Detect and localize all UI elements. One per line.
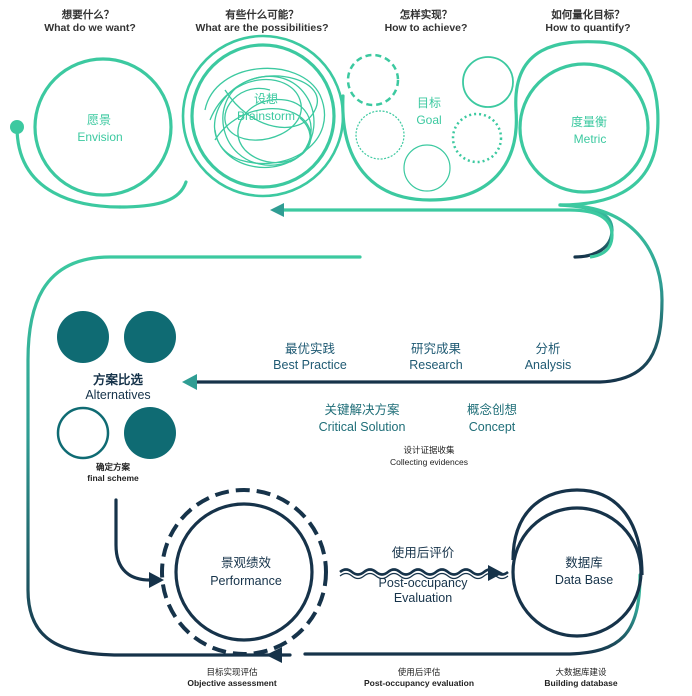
performance-circle-group xyxy=(160,488,328,656)
top-arrow-segment xyxy=(284,208,614,259)
poe-eval-zh: 使用后评估 xyxy=(398,667,441,677)
header-want-zh: 想要什么？ xyxy=(61,8,115,21)
concept-zh: 概念创想 xyxy=(467,402,517,417)
metric-label-zh: 度量衡 xyxy=(571,114,607,129)
collecting-en: Collecting evidences xyxy=(390,457,468,467)
performance-dashed-ring xyxy=(160,488,328,656)
database-outer-arc xyxy=(511,488,644,576)
objective-en: Objective assessment xyxy=(187,678,276,688)
top-row xyxy=(10,34,660,209)
goal-wavy-circle xyxy=(355,110,405,160)
collecting-zh: 设计证据收集 xyxy=(403,445,455,455)
concept-en: Concept xyxy=(469,420,516,434)
alternative-circle-2 xyxy=(124,311,176,363)
goal-container-arc xyxy=(341,94,518,202)
research-zh: 研究成果 xyxy=(411,341,462,356)
envision-label-zh: 愿景 xyxy=(87,113,111,127)
middle-labels: 最优实践 Best Practice 研究成果 Research 分析 Anal… xyxy=(85,341,571,483)
analysis-en: Analysis xyxy=(525,358,572,372)
header-possibilities-zh: 有些什么可能？ xyxy=(225,8,299,21)
metric-outer-arc xyxy=(514,40,660,207)
metric-circle xyxy=(518,62,650,194)
header-possibilities-en: What are the possibilities? xyxy=(195,22,328,34)
envision-label-en: Envision xyxy=(77,130,122,144)
research-en: Research xyxy=(409,358,463,372)
goal-thin-circle xyxy=(403,144,451,192)
poe-arrow-head xyxy=(488,565,503,581)
alternatives-zh: 方案比选 xyxy=(93,372,144,387)
best-practice-zh: 最优实践 xyxy=(285,341,336,356)
header-want-en: What do we want? xyxy=(44,22,136,34)
header-quantify-en: How to quantify? xyxy=(545,22,630,34)
database-zh: 数据库 xyxy=(565,555,603,570)
poe-wavy-arrow xyxy=(339,568,509,576)
poe-en-1: Post-occupancy xyxy=(379,576,469,590)
alternative-circle-3 xyxy=(56,406,110,460)
critical-solution-zh: 关键解决方案 xyxy=(324,402,400,417)
final-scheme-arrow-line xyxy=(114,498,152,582)
alternative-circle-4 xyxy=(124,407,176,459)
envision-to-brainstorm-curve xyxy=(118,180,188,209)
best-practice-en: Best Practice xyxy=(273,358,347,372)
main-flow xyxy=(26,203,664,657)
database-en: Data Base xyxy=(555,573,613,587)
metric-label-en: Metric xyxy=(574,132,607,146)
final-scheme-zh: 确定方案 xyxy=(96,462,131,472)
performance-circle xyxy=(174,502,314,642)
envision-circle xyxy=(33,57,173,197)
headers: 想要什么？ What do we want? 有些什么可能？ What are … xyxy=(44,8,630,34)
bottom-labels: 景观绩效 Performance 使用后评价 Post-occupancy Ev… xyxy=(187,545,618,688)
goal-solid-circle xyxy=(462,56,514,108)
final-scheme-en: final scheme xyxy=(87,473,139,483)
top-circle-labels: 愿景 Envision 设想 Brainstorm 目标 Goal 度量衡 Me… xyxy=(77,91,607,146)
header-achieve-zh: 怎样实现？ xyxy=(400,8,453,21)
database-circle-group xyxy=(511,488,644,638)
building-db-en: Building database xyxy=(544,678,617,688)
critical-solution-en: Critical Solution xyxy=(319,420,406,434)
brainstorm-circle xyxy=(190,43,336,189)
performance-zh: 景观绩效 xyxy=(221,555,272,570)
goal-dotted-circle xyxy=(451,112,503,164)
top-arrow-head xyxy=(270,203,284,217)
goal-label-zh: 目标 xyxy=(417,96,441,110)
alternatives-arrow-head xyxy=(182,374,197,390)
outer-right-arc xyxy=(193,203,664,384)
alternatives-circles xyxy=(56,311,176,460)
brainstorm-label-zh: 设想 xyxy=(254,91,278,106)
bottom-arrow-head xyxy=(266,647,282,663)
poe-en-2: Evaluation xyxy=(394,591,452,605)
alternative-circle-1 xyxy=(57,311,109,363)
poe-zh: 使用后评价 xyxy=(392,545,455,560)
alternatives-en: Alternatives xyxy=(85,388,150,402)
arrow-heads xyxy=(182,203,284,663)
final-scheme-arrow-head xyxy=(149,572,164,588)
objective-zh: 目标实现评估 xyxy=(206,667,258,677)
envision-outer-loop xyxy=(15,125,122,209)
brainstorm-label-en: Brainstorm xyxy=(237,109,295,123)
header-achieve-en: How to achieve? xyxy=(385,22,468,34)
goal-option-circles xyxy=(346,53,514,192)
poe-wavy-arrow-2 xyxy=(339,572,509,580)
poe-eval-en: Post-occupancy evaluation xyxy=(364,678,474,688)
bottom-return-line xyxy=(303,573,642,656)
brainstorm-scribble-icon xyxy=(204,67,326,169)
header-quantify-zh: 如何量化目标？ xyxy=(551,8,625,21)
left-outer-loop xyxy=(26,255,362,657)
goal-label-en: Goal xyxy=(416,113,441,127)
building-db-zh: 大数据库建设 xyxy=(555,667,607,677)
goal-dashed-circle xyxy=(346,53,400,107)
database-circle xyxy=(511,506,643,638)
performance-en: Performance xyxy=(210,574,282,588)
analysis-zh: 分析 xyxy=(535,342,560,356)
